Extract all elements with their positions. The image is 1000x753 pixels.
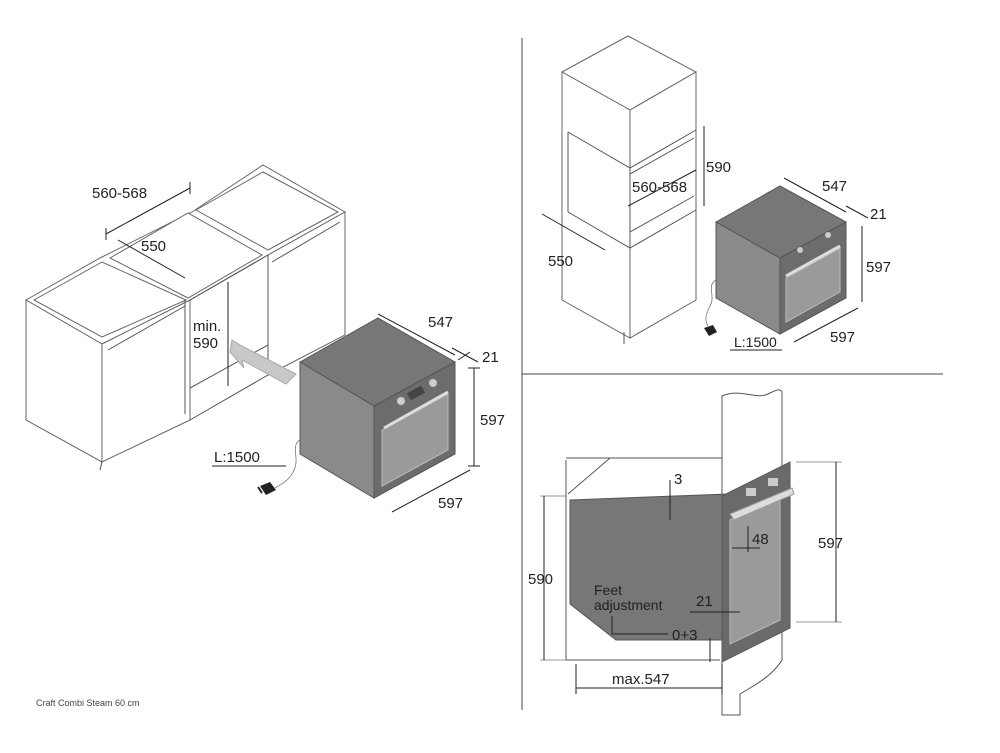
feet-adjustment: Feet adjustment 0+3: [594, 582, 711, 662]
dim-niche-c-height: 590: [528, 495, 566, 661]
dim-max-depth: max.547: [575, 664, 723, 694]
dim-niche-height: 590: [703, 126, 731, 206]
cable-b: L:1500: [705, 279, 782, 351]
panel-tall-cabinet: 590 560-568 550 547 21: [541, 35, 891, 351]
oven-b-front-label: 21: [870, 206, 887, 223]
handle-depth-label: 48: [752, 531, 769, 548]
dim-oven-a-width: 597: [391, 469, 471, 513]
plug-icon: [704, 325, 717, 336]
feet-label-1: Feet: [594, 582, 622, 598]
oven-b-depth-label: 547: [822, 178, 847, 195]
feet-label-2: adjustment: [594, 597, 663, 613]
cable-a-label: L:1500: [214, 449, 260, 466]
dim-front-c: 21: [690, 593, 740, 613]
dim-cabinet-width: 560-568: [92, 182, 191, 240]
cabinet-width-label: 560-568: [92, 185, 147, 202]
panel-base-cabinet: 560-568 550 min. 590: [24, 164, 505, 513]
dim-oven-a-depth: 547: [377, 313, 456, 356]
dim-oven-b-height: 597: [861, 226, 891, 302]
cable-b-label: L:1500: [734, 334, 777, 350]
front-c-label: 21: [696, 593, 713, 610]
dim-cabinet-depth: 550: [117, 238, 186, 279]
tall-cabinet: [560, 35, 698, 344]
max-depth-label: max.547: [612, 671, 670, 688]
product-caption: Craft Combi Steam 60 cm: [36, 698, 140, 708]
dim-oven-a-height: 597: [468, 367, 505, 467]
oven-a-height-label: 597: [480, 412, 505, 429]
niche-depth-label: 550: [548, 253, 573, 270]
oven-a-depth-label: 547: [428, 314, 453, 331]
oven-b-height-label: 597: [866, 259, 891, 276]
dim-niche-width: 560-568: [627, 169, 697, 207]
top-gap-label: 3: [674, 471, 682, 488]
dim-oven-a-front: 21: [451, 347, 499, 366]
oven-a: [299, 317, 457, 499]
dim-oven-b-front: 21: [845, 205, 887, 223]
feet-value-label: 0+3: [672, 627, 697, 644]
base-cabinets: [24, 164, 347, 471]
dim-handle-depth: 48: [732, 526, 769, 552]
oven-b-width-label: 597: [830, 329, 855, 346]
cabinet-depth-label: 550: [141, 238, 166, 255]
arrow-icon: [229, 339, 297, 385]
min-label: min.: [193, 318, 221, 335]
oven-a-front-label: 21: [482, 349, 499, 366]
cabinet-wall: [565, 389, 783, 716]
niche-height-label: 590: [706, 159, 731, 176]
dim-top-gap: 3: [669, 471, 682, 520]
dim-niche-depth: 550: [541, 213, 606, 270]
dim-oven-c-height: 597: [796, 461, 843, 623]
dim-oven-b-width: 597: [793, 307, 859, 346]
min-height-label: 590: [193, 335, 218, 352]
dim-oven-b-depth: 547: [783, 177, 847, 213]
oven-b: [714, 185, 848, 335]
plug-icon: [257, 482, 276, 495]
cable-a: L:1500: [212, 439, 301, 489]
panel-section: 3 48 597 590 Feet adjustment 0+3: [528, 389, 843, 716]
oven-a-width-label: 597: [438, 495, 463, 512]
dim-min-height: min. 590: [193, 282, 229, 386]
oven-c-height-label: 597: [818, 535, 843, 552]
niche-width-label: 560-568: [632, 179, 687, 196]
niche-c-height-label: 590: [528, 571, 553, 588]
